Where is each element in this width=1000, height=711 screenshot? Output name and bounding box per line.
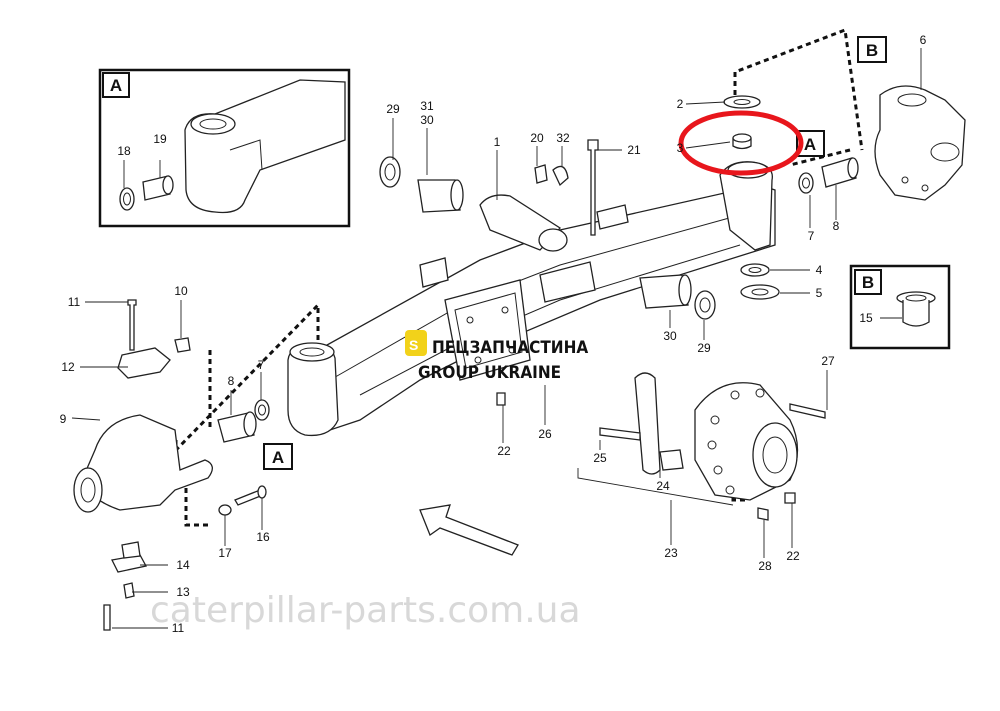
bushing-30-top xyxy=(417,179,461,213)
label-17: 17 xyxy=(218,546,232,560)
axle-beam xyxy=(299,184,776,431)
bolt-25 xyxy=(599,427,641,441)
label-16: 16 xyxy=(256,530,270,544)
label-21: 21 xyxy=(627,143,641,157)
watermark-line1: ПЕЦЗАПЧАСТИНА xyxy=(432,338,588,358)
fitting-20 xyxy=(534,164,548,184)
label-28: 28 xyxy=(758,559,772,573)
knuckle-9 xyxy=(73,347,213,513)
label-23: 23 xyxy=(664,546,678,560)
label-20: 20 xyxy=(530,131,544,145)
label-3: 3 xyxy=(677,141,684,155)
left-pivot-bracket xyxy=(287,342,339,437)
label-13: 13 xyxy=(176,585,190,599)
label-29-top: 29 xyxy=(386,102,400,116)
label-11-top: 11 xyxy=(68,295,81,309)
label-27: 27 xyxy=(821,354,835,368)
svg-text:A: A xyxy=(272,448,284,467)
label-2: 2 xyxy=(677,97,684,111)
svg-text:A: A xyxy=(804,135,816,154)
label-10: 10 xyxy=(174,284,188,298)
spindle-arm xyxy=(184,79,346,214)
detail-b-title: B xyxy=(862,273,874,292)
label-26: 26 xyxy=(538,427,552,441)
right-pivot-bracket xyxy=(678,95,804,251)
seal-29-lower xyxy=(694,290,716,320)
bushing-8-right xyxy=(821,157,857,188)
arm-12 xyxy=(117,347,171,379)
bolt-27 xyxy=(789,403,826,419)
pin-28 xyxy=(757,507,769,521)
label-30-top: 30 xyxy=(420,113,434,127)
watermark-line2: GROUP UKRAINE xyxy=(418,363,561,383)
seal-7-left xyxy=(254,399,270,421)
label-22-right: 22 xyxy=(786,549,800,563)
label-24: 24 xyxy=(656,479,670,493)
bolt-11-bottom xyxy=(103,604,111,631)
label-1: 1 xyxy=(494,135,501,149)
leader-lines xyxy=(71,48,922,629)
detail-box-b: B 15 xyxy=(849,264,951,350)
seal-29-top xyxy=(379,156,401,188)
label-12: 12 xyxy=(61,360,75,374)
label-5: 5 xyxy=(816,286,823,300)
svg-text:B: B xyxy=(866,41,878,60)
label-14: 14 xyxy=(176,558,190,572)
label-8-right: 8 xyxy=(833,219,840,233)
label-4: 4 xyxy=(816,263,823,277)
nut-4 xyxy=(740,263,770,277)
washer-5 xyxy=(740,284,780,300)
detail-a-title: A xyxy=(110,76,122,95)
watermark-site: caterpillar-parts.com.ua xyxy=(150,590,581,631)
center-mount-plate xyxy=(444,279,531,381)
callout-b-top: B xyxy=(857,36,887,63)
label-7-left: 7 xyxy=(258,358,265,372)
label-8-left: 8 xyxy=(228,374,235,388)
seal-7-right xyxy=(798,172,814,194)
label-7-right: 7 xyxy=(808,229,815,243)
label-6: 6 xyxy=(920,33,927,47)
bushing-30-lower xyxy=(639,274,689,309)
washer-17 xyxy=(218,504,232,516)
callout-a-left: A xyxy=(263,443,293,470)
label-22-left: 22 xyxy=(497,444,511,458)
part-labels: 2 3 4 5 6 7 8 29 31 30 1 20 32 21 30 29 … xyxy=(60,33,927,635)
label-15: 15 xyxy=(859,311,873,325)
diff-housing-23 xyxy=(694,382,799,501)
label-11-bottom: 11 xyxy=(172,621,185,635)
detail-box-a: A 19 18 xyxy=(98,68,351,228)
label-9: 9 xyxy=(60,412,67,426)
bolt-11-top xyxy=(127,299,137,351)
svg-text:S: S xyxy=(409,337,418,353)
fitting-13 xyxy=(123,582,135,599)
label-30-lower: 30 xyxy=(663,329,677,343)
bushing-24 xyxy=(659,449,684,471)
flanged-bushing-15 xyxy=(902,300,930,327)
seal-18 xyxy=(119,187,135,211)
bolt-21 xyxy=(587,139,599,236)
label-32: 32 xyxy=(556,131,570,145)
knuckle-6 xyxy=(874,85,966,201)
label-18: 18 xyxy=(117,144,131,158)
fitting-32 xyxy=(552,165,569,187)
cap-25 xyxy=(634,372,661,475)
direction-arrow xyxy=(419,504,519,556)
label-29-lower: 29 xyxy=(697,341,711,355)
washer-2 xyxy=(723,95,761,109)
fitting-10 xyxy=(174,337,191,353)
brand-logo: S xyxy=(405,330,427,356)
bolt-22-right xyxy=(784,492,796,504)
label-19: 19 xyxy=(153,132,167,146)
highlight-circle xyxy=(678,110,804,176)
label-25: 25 xyxy=(593,451,607,465)
bolt-22-left xyxy=(496,392,506,406)
label-31: 31 xyxy=(420,99,434,113)
